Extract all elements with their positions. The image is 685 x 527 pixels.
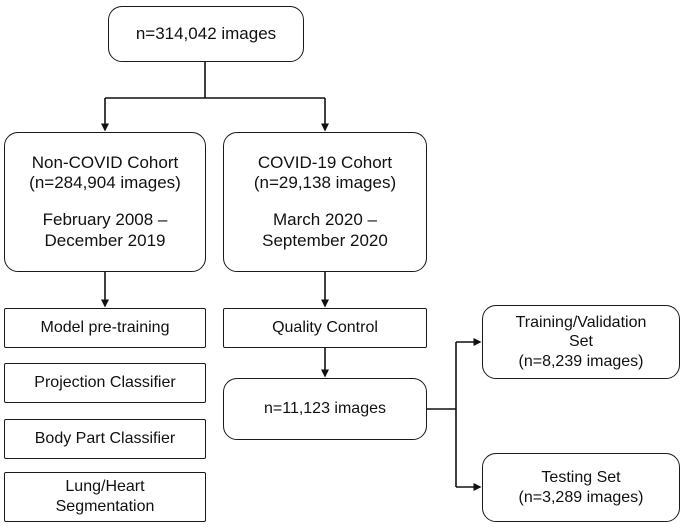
body-part-classifier-box: Body Part Classifier [4, 419, 206, 459]
testing-set-count: (n=3,289 images) [518, 488, 644, 506]
quality-control-box: Quality Control [223, 308, 427, 348]
testing-set-box: Testing Set (n=3,289 images) [482, 453, 680, 522]
segmentation-label-line2: Segmentation [55, 498, 155, 515]
body-part-classifier-label: Body Part Classifier [34, 430, 176, 448]
filtered-images-box: n=11,123 images [223, 378, 427, 440]
quality-control-label: Quality Control [272, 319, 378, 337]
training-validation-line2: Set [568, 333, 593, 351]
non-covid-range-end: December 2019 [44, 230, 166, 250]
non-covid-cohort-box: Non-COVID Cohort (n=284,904 images) Febr… [4, 132, 206, 272]
covid-title: COVID-19 Cohort [257, 152, 393, 172]
training-validation-count: (n=8,239 images) [518, 352, 644, 370]
covid-count: (n=29,138 images) [253, 173, 397, 193]
non-covid-title: Non-COVID Cohort [31, 152, 179, 172]
covid-range-start: March 2020 – [273, 210, 377, 229]
root-text: n=314,042 images [135, 23, 277, 43]
projection-classifier-box: Projection Classifier [4, 363, 206, 403]
root-box: n=314,042 images [108, 6, 304, 62]
segmentation-label-line1: Lung/Heart [65, 478, 145, 496]
projection-classifier-label: Projection Classifier [34, 374, 176, 392]
covid-cohort-box: COVID-19 Cohort (n=29,138 images) March … [223, 132, 427, 272]
non-covid-count: (n=284,904 images) [29, 173, 181, 193]
training-validation-line1: Training/Validation [515, 313, 647, 331]
filtered-images-label: n=11,123 images [263, 400, 386, 418]
training-validation-box: Training/Validation Set (n=8,239 images) [482, 305, 680, 379]
pretraining-label: Model pre-training [40, 319, 170, 337]
covid-range-end: September 2020 [262, 230, 388, 250]
non-covid-range-start: February 2008 – [42, 210, 168, 229]
testing-set-label: Testing Set [541, 468, 621, 486]
segmentation-box: Lung/Heart Segmentation [4, 472, 206, 522]
pretraining-box: Model pre-training [4, 308, 206, 348]
